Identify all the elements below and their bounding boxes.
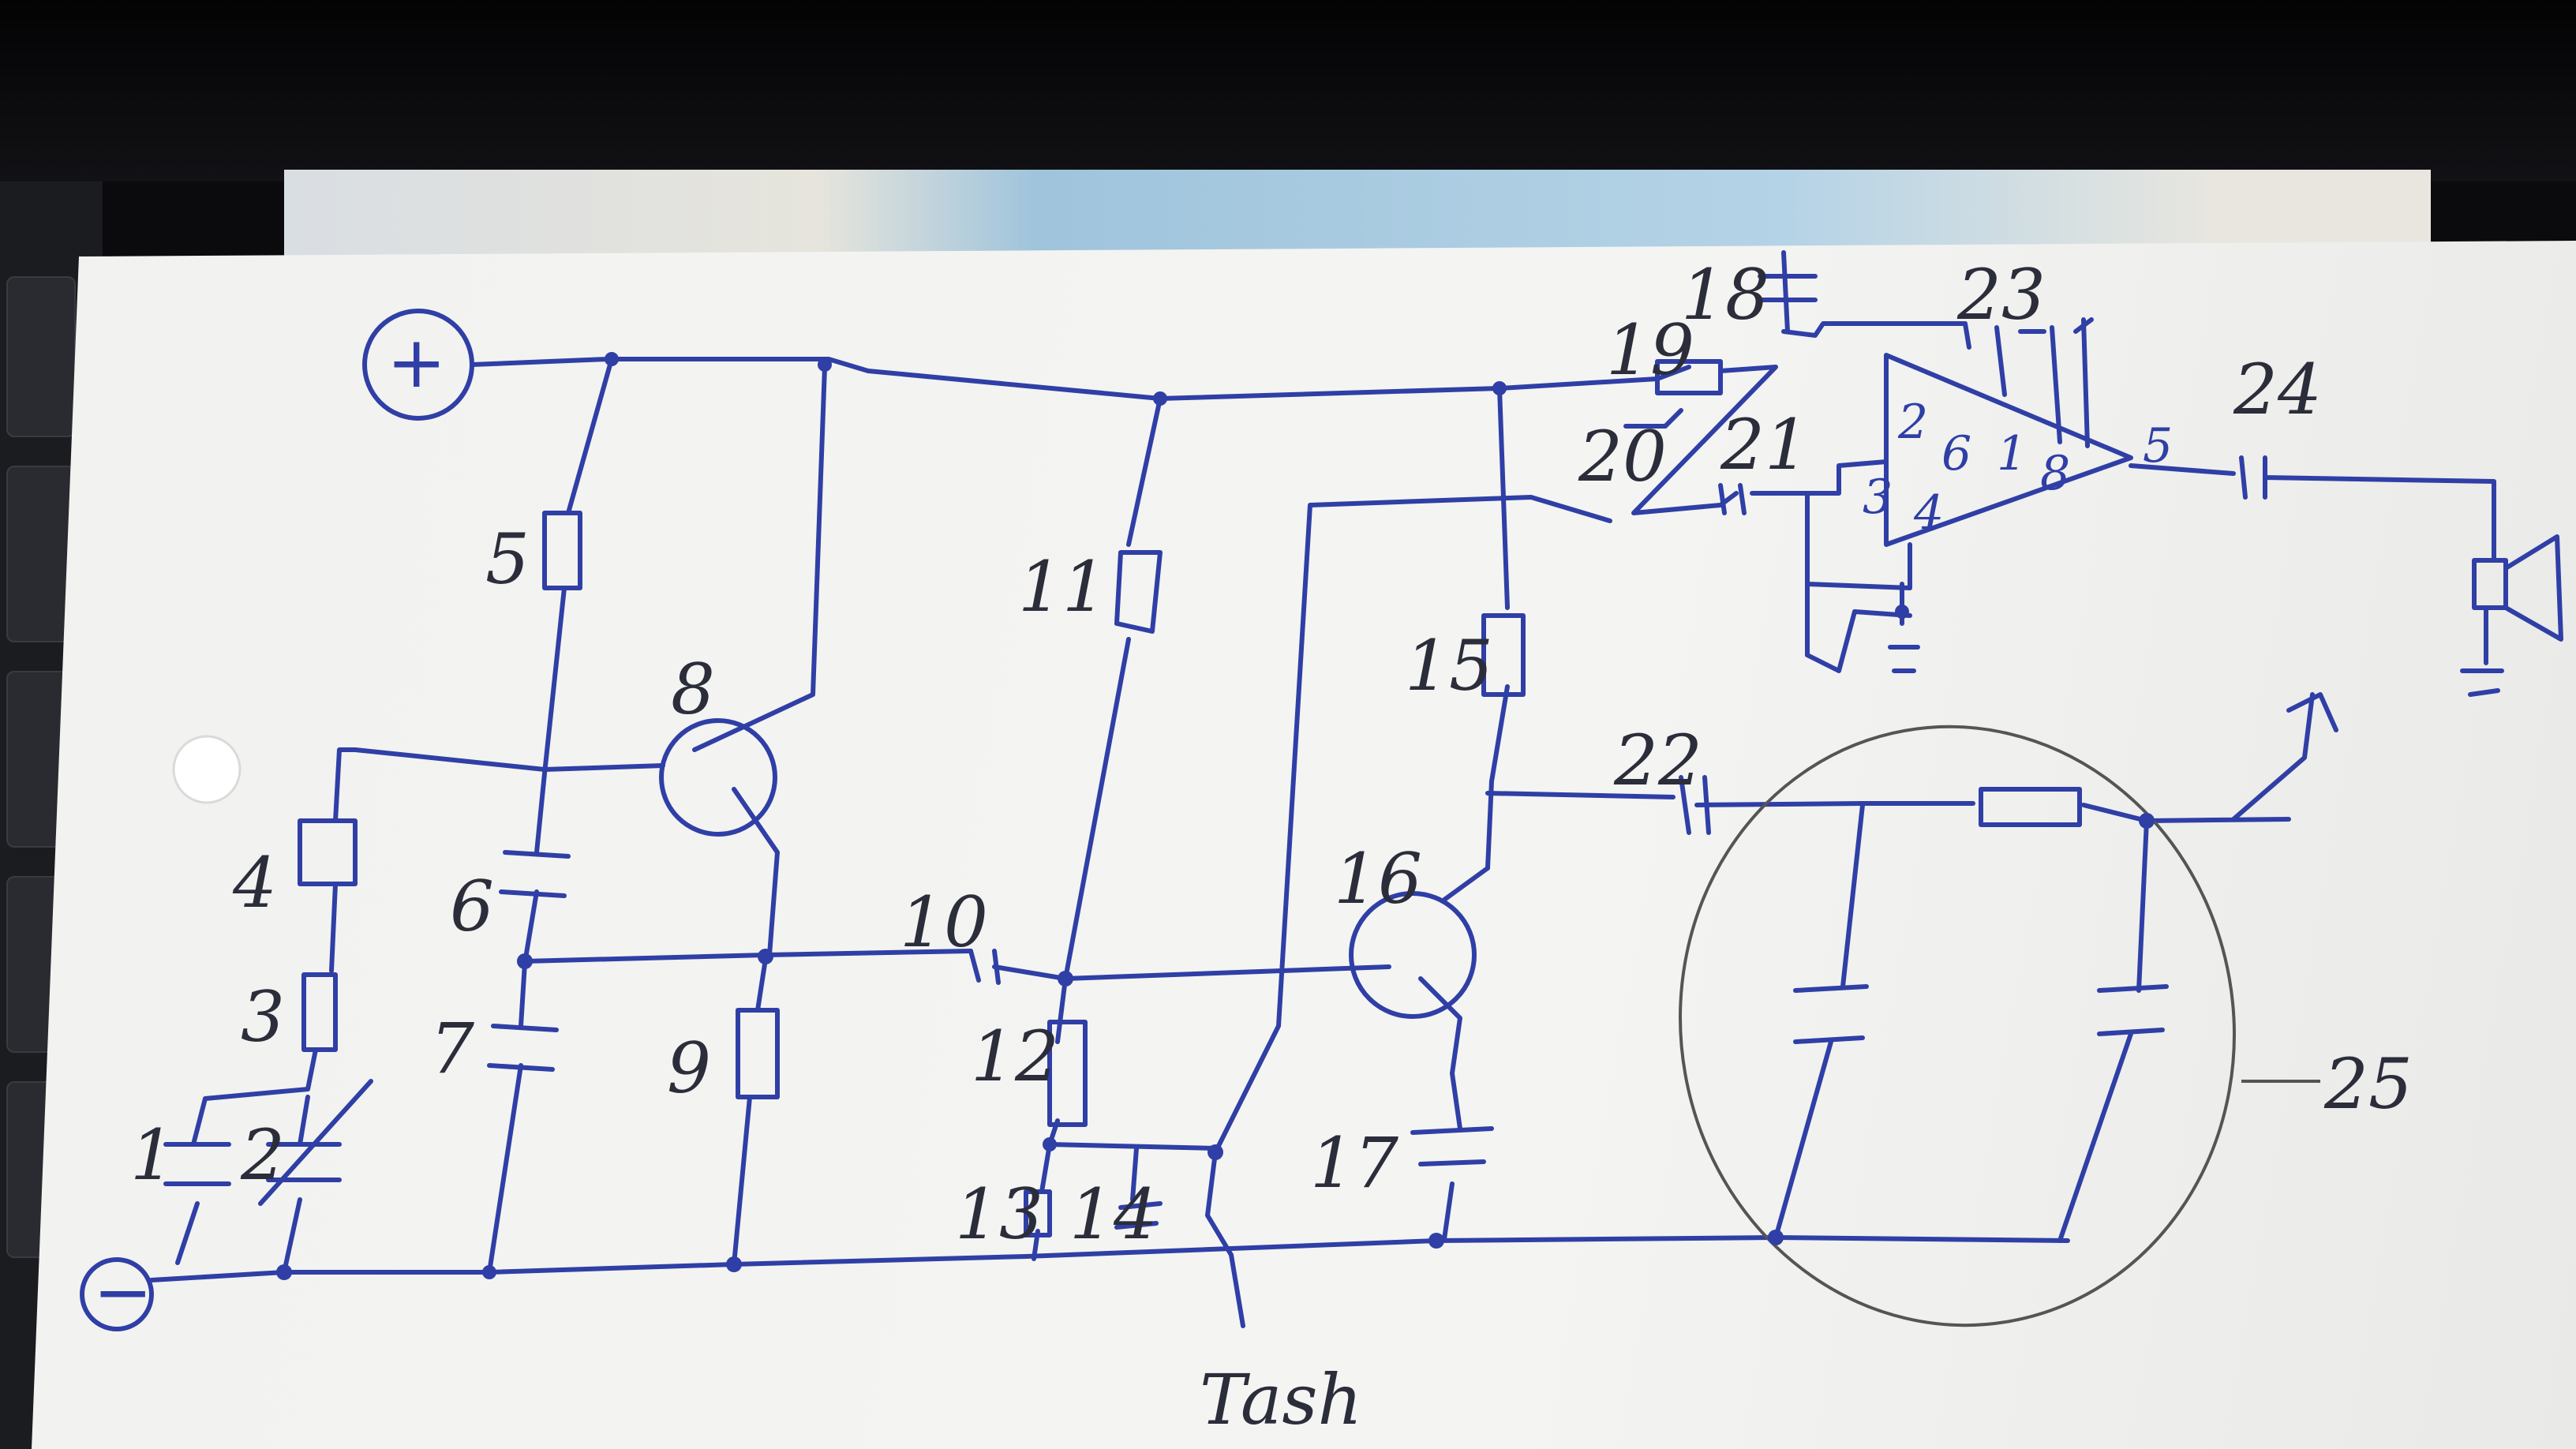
column-13-14-wires <box>1032 495 1612 1328</box>
speaker-ground <box>2460 605 2504 697</box>
ic-pin-2: 2 <box>1898 395 1929 450</box>
ic-pin-5: 5 <box>2143 418 2174 474</box>
filter-caps <box>1773 803 2169 1243</box>
ic-pin-1: 1 <box>1997 426 2027 481</box>
resistor-12 <box>1047 1020 1088 1127</box>
label-10: 10 <box>900 882 988 963</box>
resistor-5 <box>542 511 582 590</box>
column-15-wires <box>1485 386 1510 871</box>
pencil-circle-25 <box>1679 724 2236 1327</box>
column-5-6-7-wires <box>487 357 614 1275</box>
capacitor-2 <box>258 1079 373 1206</box>
label-3: 3 <box>241 976 285 1058</box>
label-6: 6 <box>450 866 494 947</box>
amplifier-input-wires <box>1631 365 1912 673</box>
label-11: 11 <box>1018 546 1106 627</box>
label-14: 14 <box>1069 1174 1158 1255</box>
resistor-13 <box>1024 1189 1052 1237</box>
label-20: 20 <box>1578 416 1667 497</box>
capacitor-1 <box>163 1142 231 1186</box>
negative-rail <box>149 1235 2070 1282</box>
label-8: 8 <box>671 649 715 730</box>
resistor-19 <box>1655 359 1723 395</box>
resistor-15 <box>1481 613 1526 697</box>
left-branch-wires <box>175 747 358 1275</box>
filter-coil <box>1979 787 2082 827</box>
label-13: 13 <box>955 1174 1043 1255</box>
capacitor-22 <box>1679 775 1711 835</box>
resistor-11 <box>1114 550 1163 634</box>
label-12: 12 <box>971 1016 1059 1097</box>
capacitor-6 <box>499 850 571 898</box>
label-18: 18 <box>1681 254 1769 335</box>
capacitor-10 <box>968 949 1068 985</box>
label-5: 5 <box>485 519 530 600</box>
transistor-16-leads <box>1063 866 1490 1241</box>
output-22-wires <box>1485 692 2315 823</box>
amplifier-ic <box>1884 353 2133 547</box>
capacitor-23 <box>1994 317 2094 448</box>
arrow-up <box>2286 692 2338 732</box>
punch-hole <box>172 735 242 804</box>
capacitor-21 <box>1718 483 1747 515</box>
positive-terminal-symbol: + <box>387 321 447 404</box>
capacitor-7 <box>487 1024 559 1072</box>
resistor-3 <box>301 972 338 1052</box>
resistor-9 <box>736 1008 780 1099</box>
label-9: 9 <box>667 1028 711 1109</box>
laptop-edge <box>0 0 2576 182</box>
capacitor-18 <box>1758 250 1971 350</box>
positive-rail <box>470 357 1660 401</box>
label-17: 17 <box>1310 1122 1398 1204</box>
label-15: 15 <box>1405 625 1493 706</box>
label-23: 23 <box>1957 254 2046 335</box>
label-2: 2 <box>241 1114 285 1196</box>
capacitor-14 <box>1114 1201 1163 1230</box>
negative-terminal-symbol: − <box>93 1251 153 1334</box>
label-22: 22 <box>1614 720 1702 801</box>
tash-label: Tash <box>1200 1359 1363 1440</box>
ic-pin-6: 6 <box>1941 426 1972 481</box>
ic-pin-4: 4 <box>1914 485 1945 541</box>
label-4: 4 <box>233 842 277 923</box>
junction-dots <box>276 352 2155 1280</box>
label-19: 19 <box>1606 309 1694 391</box>
keyboard-key <box>6 276 76 437</box>
label-21: 21 <box>1720 404 1809 485</box>
resistor-20 <box>1623 408 1683 429</box>
label-7: 7 <box>430 1008 474 1089</box>
transistor-8-leads <box>345 365 827 957</box>
transistor-16 <box>1349 891 1477 1019</box>
column-11-12-wires <box>1047 396 1163 1147</box>
label-24: 24 <box>2233 349 2322 430</box>
transistor-8 <box>659 718 777 837</box>
label-1: 1 <box>130 1114 174 1196</box>
ic-pin-8: 8 <box>2040 446 2071 501</box>
capacitor-24 <box>2129 455 2496 563</box>
resistor-9-wires <box>732 957 768 1267</box>
capacitor-17 <box>1410 1126 1494 1166</box>
capacitor-4 <box>298 818 358 886</box>
speaker-cone <box>2503 534 2563 642</box>
negative-terminal <box>80 1257 154 1331</box>
label-25: 25 <box>2324 1043 2413 1125</box>
label-16: 16 <box>1334 838 1422 919</box>
ground-symbol <box>1888 582 1920 673</box>
ic-pin-3: 3 <box>1863 470 1893 525</box>
speaker-body <box>2472 558 2508 610</box>
